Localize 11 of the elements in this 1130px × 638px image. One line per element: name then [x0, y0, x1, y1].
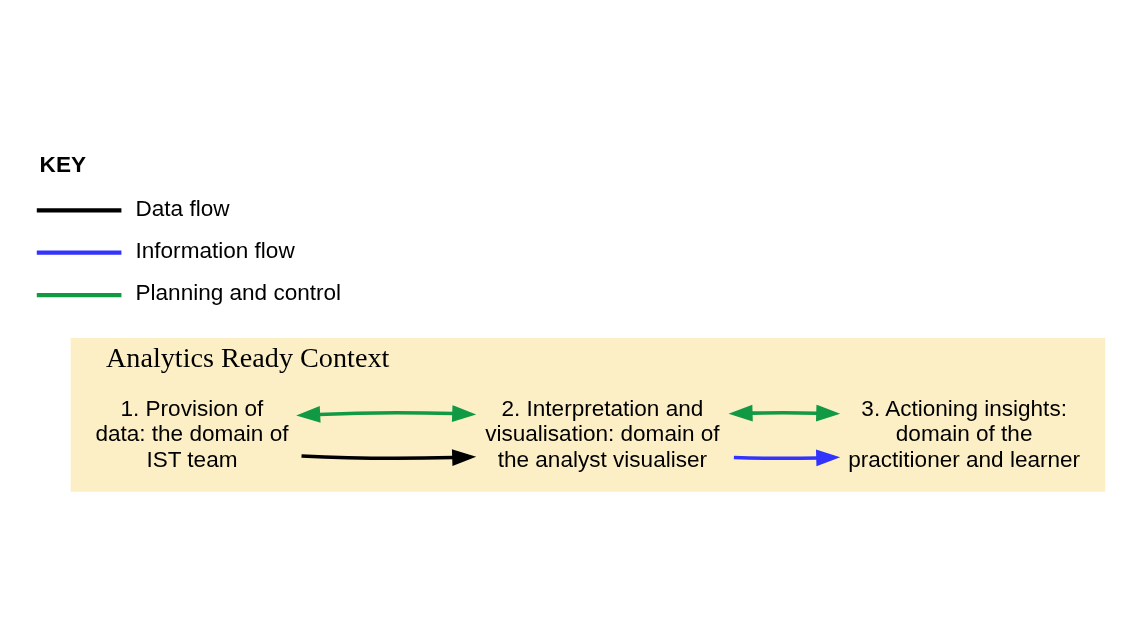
arrow: [296, 405, 477, 423]
legend-label: Information flow: [135, 238, 295, 264]
arrow: [301, 449, 477, 466]
legend-label: Data flow: [135, 195, 230, 221]
legend-label: Planning and control: [135, 280, 342, 306]
node-text: 1. Provision of data: the domain of IST team: [95, 396, 289, 472]
arrow: [728, 404, 841, 422]
node-text: 2. Interpretation and visualisation: domain of the analyst visualiser: [485, 396, 720, 472]
arrow: [733, 449, 841, 467]
node-text: 3. Actioning insights: domain of the practitioner and learner: [848, 396, 1081, 472]
label: KEY: [39, 152, 86, 178]
